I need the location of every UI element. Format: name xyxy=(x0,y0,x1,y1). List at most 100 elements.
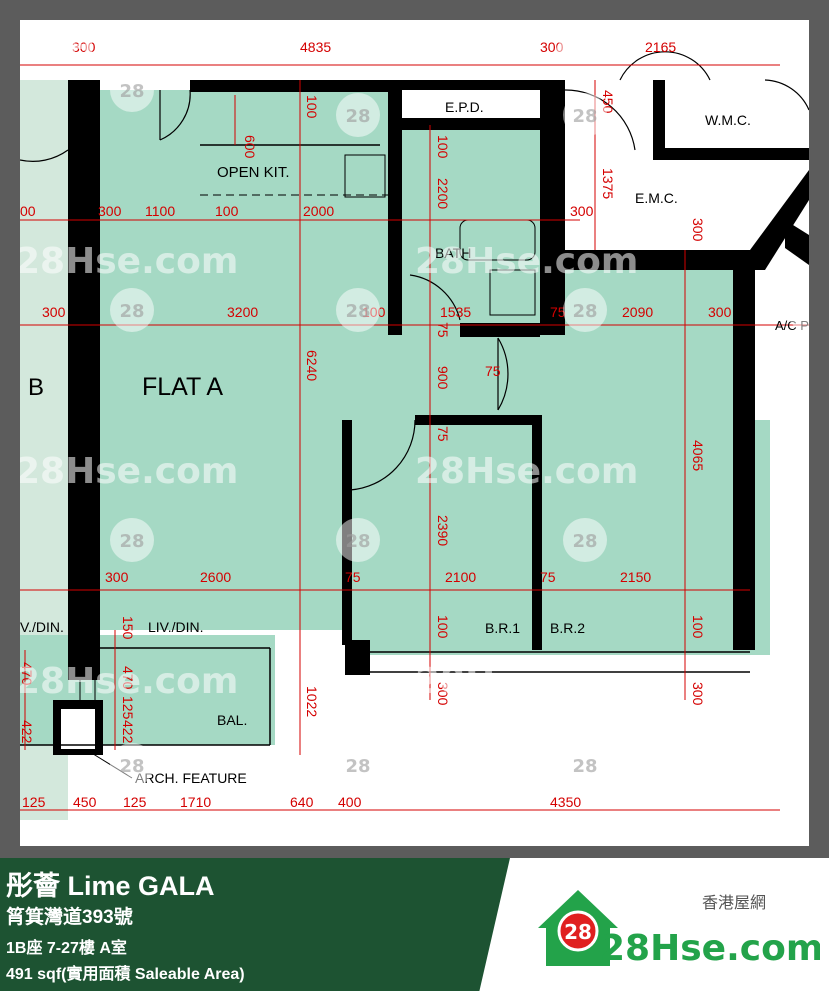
room-label-open-kitchen: OPEN KIT. xyxy=(217,164,290,181)
watermark-text: 28Hse.com xyxy=(20,241,238,282)
dim-label: 100 xyxy=(690,615,706,639)
logo-badge-number: 28 xyxy=(564,920,592,944)
room-fills xyxy=(20,80,770,820)
property-info-panel: 彤薈 Lime GALA 筲箕灣道393號 1B座 7-27樓 A室 491 s… xyxy=(0,858,510,991)
dim-label: 100 xyxy=(435,135,451,159)
svg-text:28: 28 xyxy=(345,531,370,552)
wall xyxy=(750,170,809,270)
footer: 彤薈 Lime GALA 筲箕灣道393號 1B座 7-27樓 A室 491 s… xyxy=(0,858,829,991)
dim-label: 2100 xyxy=(445,569,476,585)
wall xyxy=(532,415,542,650)
room-label-br1: B.R.1 xyxy=(485,620,520,636)
doors xyxy=(20,51,809,491)
wall xyxy=(653,80,665,160)
dim-label: 00 xyxy=(20,203,36,219)
svg-text:28: 28 xyxy=(572,301,597,322)
svg-text:28: 28 xyxy=(119,301,144,322)
wall xyxy=(68,80,100,680)
dim-label: 4065 xyxy=(690,440,706,471)
dim-label: 75 xyxy=(435,322,451,338)
dim-label: 150 xyxy=(120,616,136,640)
dim-label: 2390 xyxy=(435,515,451,546)
watermark-text: 28Hse.com xyxy=(20,661,238,702)
watermark-text: 28Hse.com xyxy=(415,661,638,702)
watermark-text: 28Hse.com xyxy=(20,451,238,492)
room-label-neighbor: B xyxy=(28,374,44,401)
room-label-br2: B.R.2 xyxy=(550,620,585,636)
svg-text:28: 28 xyxy=(572,106,597,127)
dim-label: 4350 xyxy=(550,794,581,810)
dim-label: 75 xyxy=(540,569,556,585)
windows xyxy=(20,81,750,746)
bedroom1-fill xyxy=(350,420,770,655)
dim-label: 100 xyxy=(435,615,451,639)
wall xyxy=(500,323,540,333)
room-label-epd: E.P.D. xyxy=(445,99,484,115)
svg-text:28: 28 xyxy=(345,756,370,777)
dim-label: 2090 xyxy=(622,304,653,320)
room-label-emc: E.M.C. xyxy=(635,190,678,206)
dim-label: 1022 xyxy=(304,686,320,717)
dim-label: 75 xyxy=(435,426,451,442)
dim-label: 1710 xyxy=(180,794,211,810)
watermark-text: 28Hse.com xyxy=(20,28,238,69)
logo-brand: 28Hse.com xyxy=(600,928,820,969)
wall xyxy=(733,265,755,650)
svg-text:28: 28 xyxy=(572,756,597,777)
svg-text:28: 28 xyxy=(345,301,370,322)
bath-fill xyxy=(400,125,545,330)
dim-label: 300 xyxy=(690,218,706,242)
room-label-liv-din: LIV./DIN. xyxy=(148,619,204,635)
property-area: 491 sqf(實用面積 Saleable Area) xyxy=(6,966,245,983)
dim-label: 2200 xyxy=(435,178,451,209)
arch-feature-box xyxy=(59,707,97,751)
room-label-bath: BATH xyxy=(435,245,471,261)
svg-text:28: 28 xyxy=(119,531,144,552)
dim-label: 300 xyxy=(570,203,594,219)
dim-label: 100 xyxy=(304,95,320,119)
dim-label: 125 xyxy=(22,794,46,810)
dim-label: 100 xyxy=(215,203,239,219)
dim-label: 470 xyxy=(20,662,35,686)
dim-label: 400 xyxy=(338,794,362,810)
wall xyxy=(390,80,540,90)
dim-label: 640 xyxy=(290,794,314,810)
dim-label: 1100 xyxy=(145,203,175,219)
brand-logo: 香港屋網 28 28Hse.com xyxy=(538,890,820,969)
dim-label: 125 xyxy=(120,696,136,720)
svg-text:28: 28 xyxy=(119,756,144,777)
dim-label: 300 xyxy=(98,203,122,219)
floor-plan-frame: E.P.D. W.M.C. E.M.C. OPEN KIT. BATH A/C … xyxy=(20,20,809,846)
wall xyxy=(415,415,540,425)
svg-text:28: 28 xyxy=(345,106,370,127)
wall xyxy=(190,80,390,92)
dimension-labels: 300 4835 300 2165 00 300 1100 100 2000 3… xyxy=(20,39,732,810)
dim-label: 1535 xyxy=(440,304,471,320)
watermark-text: 28Hse.com xyxy=(415,451,638,492)
dim-label: 125 xyxy=(123,794,147,810)
room-label-liv-din-left: V./DIN. xyxy=(20,619,64,635)
dim-label: 6240 xyxy=(304,350,320,381)
wall xyxy=(565,250,765,270)
dim-label: 1375 xyxy=(600,168,616,199)
dim-label: 300 xyxy=(708,304,732,320)
watermarks: 28Hse.com 28Hse.com 28Hse.com 28Hse.com … xyxy=(20,28,809,787)
watermark-text: 28Hse.com xyxy=(415,28,638,69)
dim-label: 2000 xyxy=(303,203,334,219)
dim-label: 300 xyxy=(105,569,129,585)
floor-plan: E.P.D. W.M.C. E.M.C. OPEN KIT. BATH A/C … xyxy=(20,28,809,820)
dim-label: 300 xyxy=(435,682,451,706)
dim-label: 300 xyxy=(690,682,706,706)
wall xyxy=(395,118,540,130)
svg-text:28: 28 xyxy=(119,81,144,102)
dim-label: 75 xyxy=(550,304,566,320)
badge-icon xyxy=(557,910,599,952)
wall xyxy=(653,148,809,160)
dim-label: 2150 xyxy=(620,569,651,585)
dim-label: 2165 xyxy=(645,39,676,55)
dim-label: 75 xyxy=(345,569,361,585)
dim-label: 3200 xyxy=(227,304,258,320)
watermark-badge-icon xyxy=(110,68,809,787)
room-label-arch-feature: ARCH. FEATURE xyxy=(135,770,247,786)
